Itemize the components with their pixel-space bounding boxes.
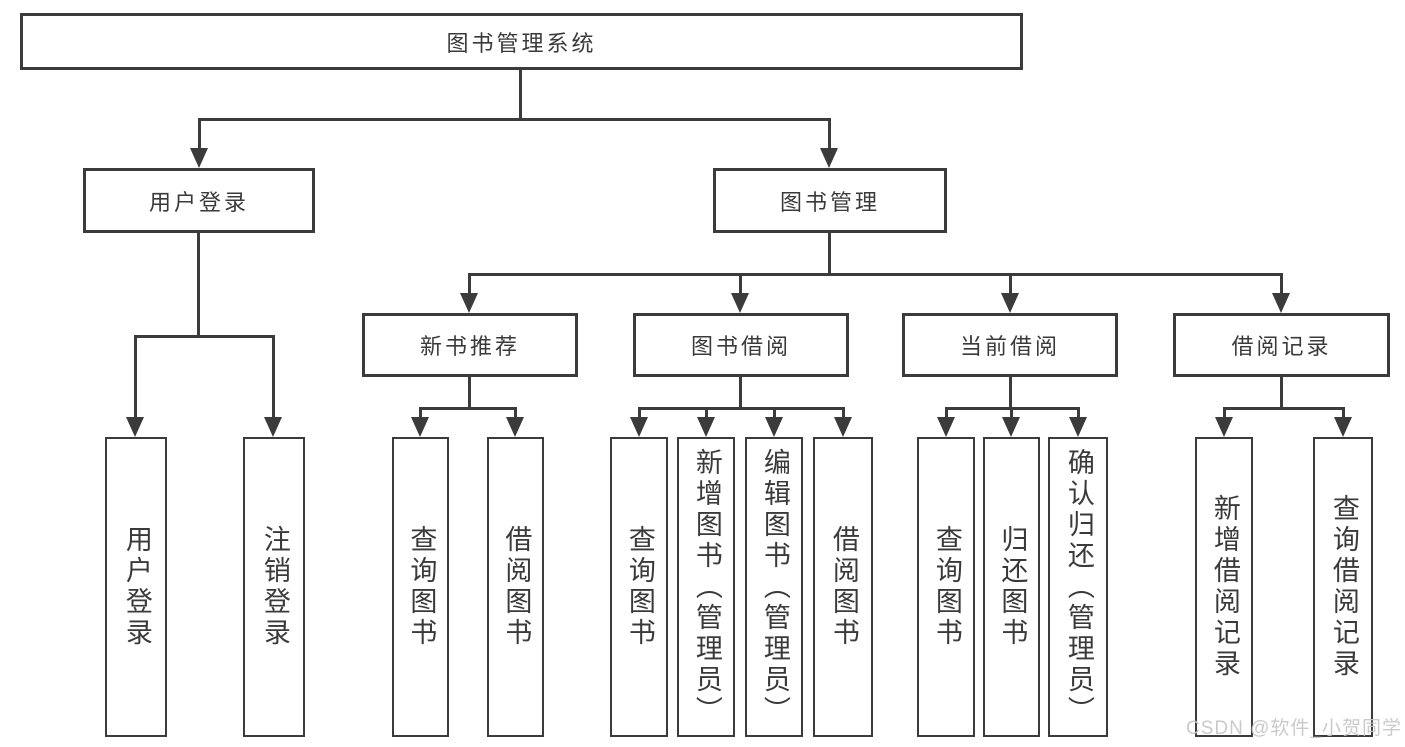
connector-recommend-stem (468, 377, 471, 407)
connector-user-login-stem (197, 233, 200, 335)
node-book-management: 图书管理 (713, 168, 947, 233)
connector-drop (419, 407, 422, 419)
arrow-down-icon (765, 417, 783, 437)
watermark: CSDN @软件_小贺同学 (1186, 718, 1402, 739)
connector-drop (945, 407, 948, 419)
connector-drop (773, 407, 776, 419)
connector-drop (514, 407, 517, 419)
arrow-down-icon (937, 417, 955, 437)
node-user-login: 用户登录 (83, 168, 315, 233)
arrow-down-icon (460, 293, 478, 313)
node-current-borrowing: 当前借阅 (902, 313, 1118, 377)
arrow-down-icon (1334, 417, 1352, 437)
connector-current-stem (1009, 377, 1012, 407)
leaf-query-borrow-record: 查询借阅记录 (1313, 437, 1373, 737)
arrow-down-icon (126, 417, 144, 437)
connector-drop (842, 407, 845, 419)
leaf-query-books-recommend: 查询图书 (392, 437, 449, 737)
leaf-borrow-books-borrowing: 借阅图书 (813, 437, 873, 737)
leaf-user-login: 用户登录 (105, 437, 167, 737)
connector-drop-borrow-records (1280, 273, 1283, 295)
arrow-down-icon (630, 417, 648, 437)
leaf-logout: 注销登录 (243, 437, 305, 737)
arrow-down-icon (1002, 417, 1020, 437)
connector-drop-current-borrow (1009, 273, 1012, 295)
connector-drop (1077, 407, 1080, 419)
connector-recommend-branch (419, 407, 516, 410)
connector-root-stem (519, 70, 522, 118)
leaf-borrow-books-recommend: 借阅图书 (487, 437, 544, 737)
leaf-confirm-return-admin: 确认归还（管理员） (1048, 437, 1108, 737)
leaf-add-book-admin: 新增图书（管理员） (677, 437, 735, 737)
arrow-down-icon (264, 417, 282, 437)
arrow-down-icon (1001, 293, 1019, 313)
node-book-borrowing: 图书借阅 (633, 313, 849, 377)
connector-borrowing-branch (638, 407, 844, 410)
arrow-down-icon (820, 148, 838, 168)
connector-user-login-branch (134, 335, 275, 338)
leaf-query-books-borrowing: 查询图书 (610, 437, 668, 737)
connector-drop (1223, 407, 1226, 419)
node-new-book-recommend: 新书推荐 (362, 313, 578, 377)
arrow-down-icon (411, 417, 429, 437)
connector-drop (1010, 407, 1013, 419)
arrow-down-icon (834, 417, 852, 437)
arrow-down-icon (190, 148, 208, 168)
connector-book-mgmt-stem (828, 233, 831, 273)
connector-borrowing-stem (739, 377, 742, 407)
arrow-down-icon (731, 293, 749, 313)
leaf-query-books-current: 查询图书 (917, 437, 975, 737)
connector-level3-branch (468, 273, 1282, 276)
leaf-edit-book-admin: 编辑图书（管理员） (745, 437, 803, 737)
arrow-down-icon (1272, 293, 1290, 313)
node-borrowing-records: 借阅记录 (1173, 313, 1390, 377)
leaf-return-book: 归还图书 (983, 437, 1040, 737)
arrow-down-icon (1215, 417, 1233, 437)
arrow-down-icon (697, 417, 715, 437)
connector-drop (705, 407, 708, 419)
arrow-down-icon (506, 417, 524, 437)
connector-records-branch (1223, 407, 1344, 410)
leaf-add-borrow-record: 新增借阅记录 (1195, 437, 1253, 737)
node-root-library-system: 图书管理系统 (20, 13, 1023, 70)
connector-drop-leaf-logout (272, 335, 275, 419)
connector-drop (1342, 407, 1345, 419)
connector-records-stem (1280, 377, 1283, 407)
connector-drop-user-login (198, 118, 201, 150)
connector-drop (638, 407, 641, 419)
arrow-down-icon (1069, 417, 1087, 437)
connector-drop-book-mgmt (828, 118, 831, 150)
connector-drop-new-books (468, 273, 471, 295)
connector-drop-book-borrow (739, 273, 742, 295)
connector-drop-leaf-login (134, 335, 137, 419)
connector-level2-branch (198, 118, 831, 121)
